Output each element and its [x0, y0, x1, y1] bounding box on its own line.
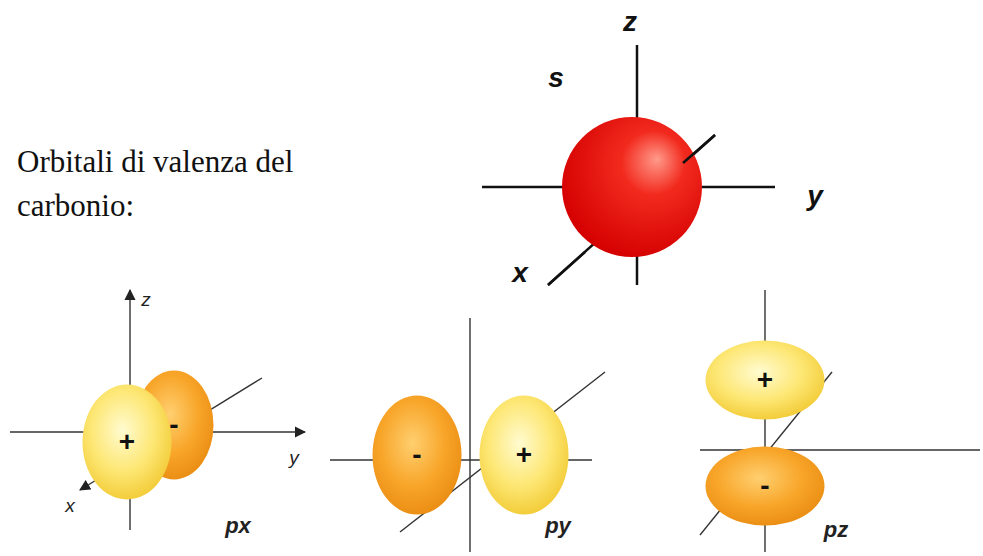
phase-sign: +: [705, 340, 825, 420]
orbital-name: py: [545, 513, 571, 539]
axis-label: z: [623, 6, 637, 38]
axis-label: x: [65, 495, 75, 517]
orbital-name: s: [548, 62, 564, 94]
s-sphere: [562, 117, 702, 257]
orbital-lobe: +: [479, 395, 569, 515]
s-axes: [482, 45, 775, 285]
orbital-lobe: -: [705, 446, 825, 526]
px-axes: [10, 290, 305, 530]
orbital-lobe: +: [82, 384, 172, 500]
axis-label: x: [512, 257, 528, 289]
axis-label: z: [141, 289, 151, 311]
orbital-name: px: [225, 513, 251, 539]
heading-text: Orbitali di valenza del carbonio:: [17, 140, 302, 228]
orbital-name: pz: [824, 517, 848, 543]
phase-sign: -: [705, 446, 825, 526]
orbital-lobe: +: [705, 340, 825, 420]
phase-sign: -: [372, 395, 462, 515]
s-axes-front: [548, 135, 715, 285]
axis-label: y: [807, 180, 823, 212]
pz-axes: [700, 290, 980, 552]
phase-sign: +: [82, 384, 172, 500]
py-axes: [330, 318, 605, 552]
orbital-lobe: -: [372, 395, 462, 515]
phase-sign: +: [479, 395, 569, 515]
axis-label: y: [289, 447, 299, 469]
